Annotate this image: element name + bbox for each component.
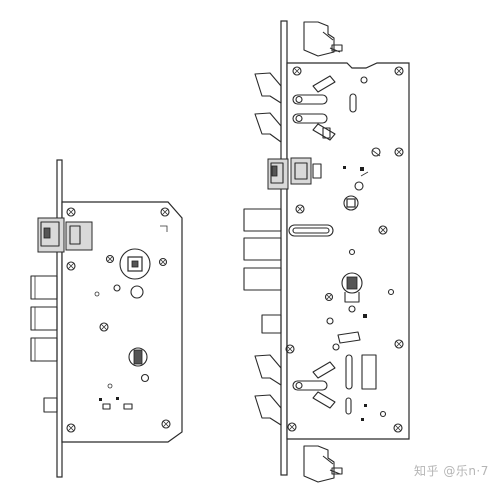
- right-faceplate: [280, 20, 288, 476]
- right-actuator-top: [292, 75, 368, 141]
- right-hook-bolts-top: [254, 72, 282, 143]
- left-spindle-hub: [119, 248, 151, 280]
- right-cylinder: [341, 272, 363, 313]
- right-lock-body: [243, 20, 410, 483]
- left-cylinder: [128, 285, 148, 367]
- right-lower-elements: [292, 314, 377, 421]
- right-screws: [285, 66, 404, 433]
- watermark-text: 知乎 @乐n·7: [414, 464, 489, 478]
- right-top-bracket: [303, 21, 343, 57]
- right-slot: [288, 224, 334, 237]
- right-case: [286, 62, 410, 440]
- right-bottom-bracket: [303, 445, 343, 483]
- left-latch: [37, 217, 93, 253]
- right-hook-bolts-bottom: [254, 354, 282, 426]
- left-lock-body: [30, 159, 183, 478]
- right-latch: [267, 158, 289, 190]
- right-deadbolts: [243, 208, 282, 334]
- right-gear-area: [290, 147, 381, 211]
- left-faceplate: [56, 159, 63, 478]
- left-details: [94, 225, 168, 410]
- left-deadbolts: [30, 275, 58, 413]
- left-screws: [66, 207, 171, 433]
- left-case: [61, 201, 183, 443]
